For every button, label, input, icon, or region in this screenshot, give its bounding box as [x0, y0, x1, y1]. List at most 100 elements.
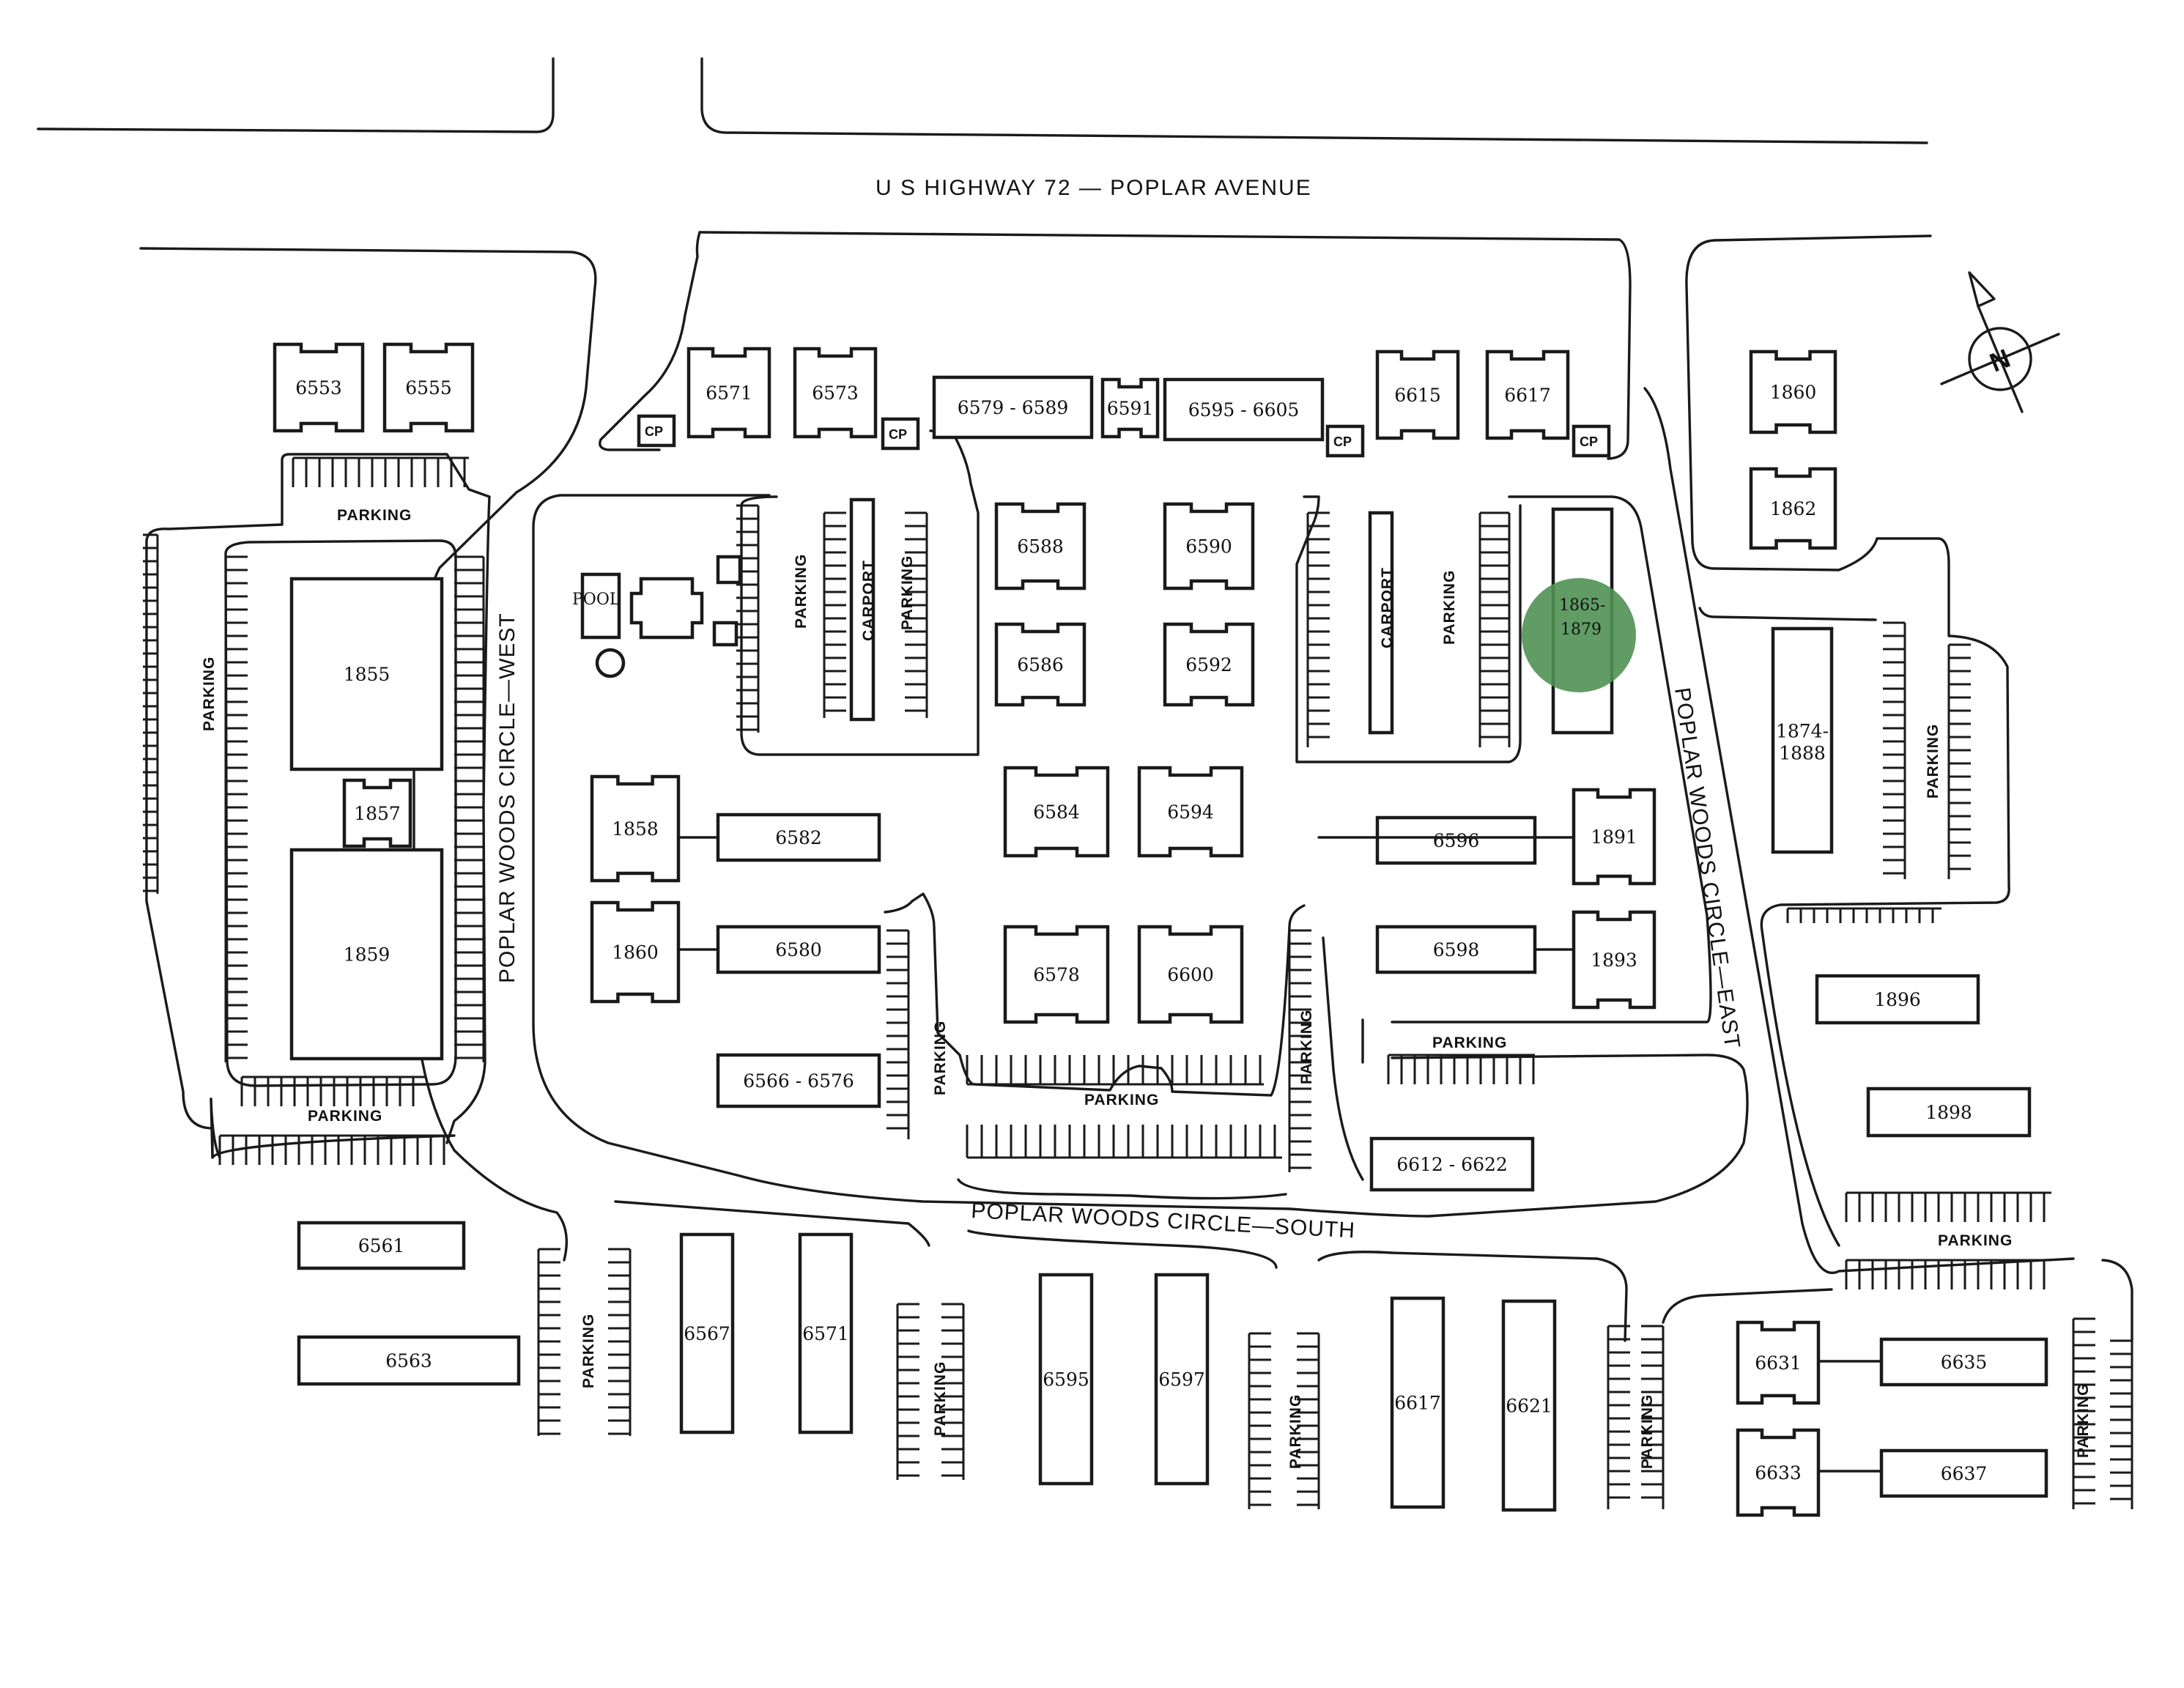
parking-label: PARKING	[899, 555, 916, 630]
parking-label: PARKING	[932, 1021, 949, 1095]
building-label: 1862	[1770, 498, 1817, 519]
pool-label: POOL	[572, 591, 621, 609]
building-label: 6594	[1167, 802, 1214, 823]
building-47[interactable]: 6637	[1879, 1448, 2048, 1498]
building-label: 6567	[684, 1323, 730, 1344]
building-label: 6579 - 6589	[958, 397, 1069, 418]
building-1[interactable]: 6555	[382, 342, 475, 433]
building-11[interactable]: 6588	[994, 502, 1087, 591]
building-23[interactable]: 6580	[716, 925, 881, 974]
building-6[interactable]: 6595 - 6605	[1163, 377, 1325, 442]
building-label: 6600	[1167, 964, 1214, 985]
building-35[interactable]: 6612 - 6622	[1369, 1136, 1535, 1192]
cp-label: CP	[1333, 434, 1352, 449]
building-33[interactable]: 1896	[1815, 974, 1980, 1025]
building-40[interactable]: 6595	[1038, 1273, 1094, 1486]
building-label: 6635	[1941, 1352, 1988, 1373]
building-32[interactable]: 6566 - 6576	[716, 1053, 881, 1108]
building-19[interactable]: 1859	[289, 848, 444, 1061]
parking-stalls	[143, 456, 2133, 1509]
building-45[interactable]: 6635	[1879, 1337, 2048, 1387]
parking-label: PARKING	[1925, 724, 1941, 799]
building-42[interactable]: 6617	[1390, 1296, 1445, 1509]
street-west-label: POPLAR WOODS CIRCLE—WEST	[495, 612, 519, 983]
building-label: 6555	[405, 377, 452, 399]
building-label: 1874-	[1776, 721, 1829, 742]
building-13[interactable]: 6586	[994, 622, 1087, 707]
building-24[interactable]: 6584	[1003, 766, 1110, 858]
building-14[interactable]: 6592	[1163, 622, 1255, 707]
building-label: 6588	[1017, 536, 1064, 558]
parking-label: PARKING	[201, 656, 218, 731]
building-22[interactable]: 1860	[590, 900, 681, 1004]
building-29[interactable]: 1893	[1572, 910, 1656, 1010]
parking-label: PARKING	[1298, 1010, 1315, 1084]
building-37[interactable]: 6563	[297, 1335, 521, 1386]
building-10[interactable]: 1862	[1749, 467, 1837, 550]
building-28[interactable]: 6598	[1375, 925, 1537, 974]
building-16[interactable]: 1874-1888	[1771, 626, 1834, 854]
street-east-label: POPLAR WOODS CIRCLE—EAST	[1670, 686, 1744, 1050]
building-label: 6553	[295, 377, 342, 399]
building-17[interactable]: 1855	[289, 577, 444, 771]
building-label: 6578	[1033, 964, 1080, 985]
highway-label: U S HIGHWAY 72 — POPLAR AVENUE	[876, 176, 1312, 200]
parking-label: PARKING	[1441, 570, 1458, 645]
building-label: 1858	[612, 818, 659, 840]
building-5[interactable]: 6591	[1100, 377, 1160, 439]
building-21[interactable]: 6582	[716, 812, 881, 862]
building-label: 1893	[1591, 949, 1637, 971]
building-43[interactable]: 6621	[1501, 1299, 1557, 1512]
parking-label: PARKING	[580, 1314, 597, 1388]
building-38[interactable]: 6567	[679, 1232, 735, 1435]
parking-label: PARKING	[1639, 1394, 1656, 1469]
building-label: 1860	[1770, 382, 1817, 403]
cp-label: CP	[1580, 434, 1598, 449]
building-31[interactable]: 6600	[1137, 925, 1244, 1024]
parking-label: PARKING	[1938, 1232, 2013, 1249]
building-27[interactable]: 1891	[1572, 788, 1656, 886]
parking-label: PARKING	[2075, 1383, 2092, 1458]
building-2[interactable]: 6571	[686, 347, 771, 439]
building-20[interactable]: 1858	[590, 774, 681, 883]
building-36[interactable]: 6561	[297, 1221, 466, 1270]
parking-label: PARKING	[793, 554, 810, 629]
building-label: 6617	[1394, 1393, 1441, 1414]
building-7[interactable]: 6615	[1375, 349, 1460, 440]
building-44[interactable]: 6631	[1736, 1320, 1821, 1405]
building-3[interactable]: 6573	[793, 347, 878, 439]
building-label: 6563	[385, 1350, 432, 1372]
building-label: 6598	[1433, 939, 1480, 960]
buildings: 6553 6555 6571 6573 6579 - 6589 6591 6595 - 66…	[273, 342, 2048, 1517]
north-arrow: N	[1940, 271, 2060, 413]
building-12[interactable]: 6590	[1163, 502, 1255, 591]
building-label: 6612 - 6622	[1396, 1154, 1508, 1175]
building-34[interactable]: 1898	[1866, 1087, 2032, 1138]
parking-label: PARKING	[932, 1361, 949, 1436]
building-4[interactable]: 6579 - 6589	[932, 375, 1094, 440]
parking-label: PARKING	[308, 1108, 382, 1125]
building-label: 6595 - 6605	[1188, 399, 1300, 421]
building-46[interactable]: 6633	[1736, 1428, 1821, 1517]
highlight-marker[interactable]	[1522, 578, 1636, 692]
parking-label: PARKING	[337, 507, 412, 524]
cp-label: CP	[645, 424, 663, 439]
building-label: 6621	[1506, 1396, 1552, 1417]
building-26[interactable]: 6596	[1375, 815, 1537, 865]
building-39[interactable]: 6571	[798, 1232, 854, 1435]
building-label: 1857	[354, 803, 401, 824]
building-label: 6566 - 6576	[743, 1070, 854, 1092]
building-label: 6631	[1755, 1352, 1802, 1374]
building-9[interactable]: 1860	[1749, 349, 1837, 434]
highlighted-building-label-2: 1879	[1561, 621, 1602, 639]
building-30[interactable]: 6578	[1003, 925, 1110, 1024]
building-18[interactable]: 1857	[342, 778, 412, 848]
building-25[interactable]: 6594	[1137, 766, 1244, 858]
parking-label: PARKING	[1084, 1092, 1159, 1108]
building-8[interactable]: 6617	[1485, 349, 1570, 440]
building-label: 6573	[812, 382, 859, 404]
building-41[interactable]: 6597	[1154, 1273, 1210, 1486]
building-0[interactable]: 6553	[273, 342, 365, 433]
